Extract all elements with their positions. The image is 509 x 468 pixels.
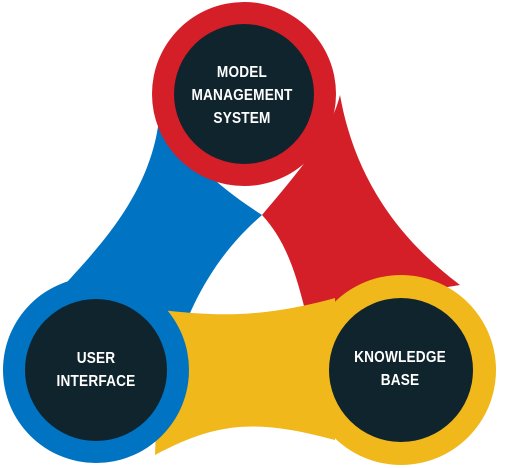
right-node-core [329,298,473,442]
red-connector [262,95,460,310]
model-management-system-label: MODEL MANAGEMENT SYSTEM [180,61,303,130]
label-line: MANAGEMENT [191,87,293,104]
label-line: BASE [380,372,420,389]
label-line: USER [76,350,116,367]
top-node-core [174,24,314,164]
yellow-connector [155,298,335,455]
left-node-core [25,299,167,441]
label-line: MODEL [216,64,268,81]
knowledge-base-label: KNOWLEDGE BASE [338,346,461,392]
user-interface-label: USER INTERFACE [34,347,157,393]
label-line: KNOWLEDGE [354,349,446,366]
label-line: SYSTEM [213,110,271,127]
label-line: INTERFACE [56,373,136,390]
